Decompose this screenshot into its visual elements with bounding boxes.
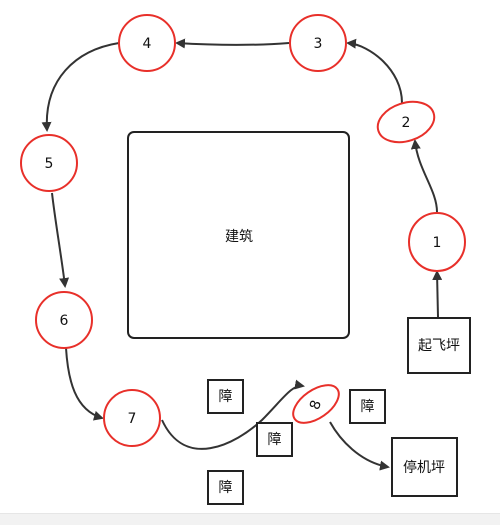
parking-pad: 停机坪 xyxy=(391,437,458,497)
obstacle-label: 障 xyxy=(268,432,282,448)
bottom-scroll-area xyxy=(0,513,500,525)
waypoint-8: 8 xyxy=(292,384,340,424)
waypoint-label: 4 xyxy=(143,36,152,52)
arrow-5-to-6 xyxy=(51,192,70,288)
obstacle: 障 xyxy=(207,379,244,414)
waypoint-4: 4 xyxy=(118,14,176,72)
waypoint-3: 3 xyxy=(289,14,347,72)
waypoint-1: 1 xyxy=(408,212,466,272)
arrow-1-to-2 xyxy=(410,139,438,213)
parking-pad-box xyxy=(391,437,458,497)
waypoint-label: 6 xyxy=(60,313,69,329)
waypoint-6: 6 xyxy=(35,291,93,349)
obstacle-label: 障 xyxy=(219,480,233,496)
building-label: 建筑 xyxy=(225,229,253,245)
takeoff-pad-label: 起飞坪 xyxy=(418,338,460,354)
arrow-7-to-8 xyxy=(161,379,305,450)
building: 建筑 xyxy=(127,131,350,339)
parking-pad-label: 停机坪 xyxy=(403,459,445,476)
obstacle: 障 xyxy=(349,389,386,424)
waypoint-label: 2 xyxy=(402,115,411,131)
takeoff-pad-box xyxy=(407,317,471,374)
obstacle: 障 xyxy=(256,422,293,457)
obstacle: 障 xyxy=(207,470,244,505)
waypoint-label: 1 xyxy=(433,235,442,251)
building-box xyxy=(127,131,350,339)
obstacles: 障 障 障 障 xyxy=(207,379,386,505)
obstacle-label: 障 xyxy=(219,389,233,405)
takeoff-pad: 起飞坪 xyxy=(407,317,471,374)
arrow-6-to-7 xyxy=(65,347,104,421)
waypoint-label: 5 xyxy=(45,156,54,172)
waypoint-label: 3 xyxy=(314,36,323,52)
flight-path-arrows xyxy=(41,38,443,471)
waypoint-7: 7 xyxy=(103,389,161,447)
arrow-8-to-parking xyxy=(329,421,390,471)
arrow-3-to-4 xyxy=(175,38,290,49)
arrow-4-to-5 xyxy=(41,42,120,132)
waypoint-label: 7 xyxy=(128,411,137,427)
waypoint-2: 2 xyxy=(376,100,436,144)
arrow-takeoff-to-1 xyxy=(432,270,443,318)
waypoint-5: 5 xyxy=(20,134,78,192)
arrow-2-to-3 xyxy=(346,38,403,104)
obstacle-label: 障 xyxy=(361,399,375,415)
waypoints: 1 2 3 4 5 6 7 8 xyxy=(20,14,466,447)
